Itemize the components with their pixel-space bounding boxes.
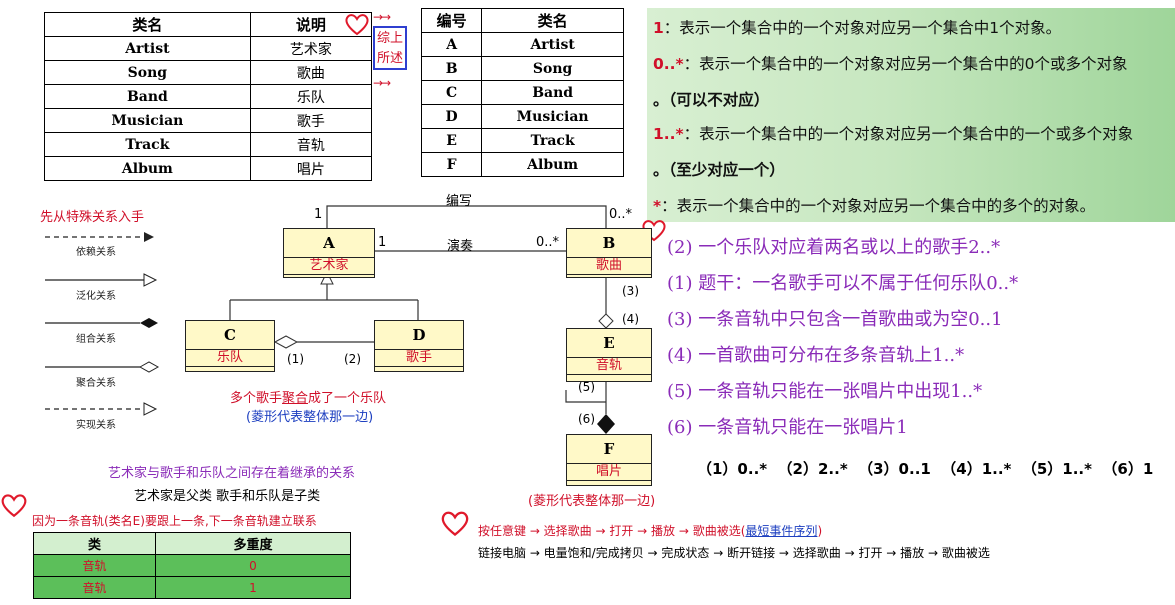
legend-title: 先从特殊关系入手 xyxy=(40,210,145,225)
position-label: (3) xyxy=(622,284,639,298)
note-item: (2) 一个乐队对应着两名或以上的歌手2..* xyxy=(667,237,1001,258)
class-box-a: A 艺术家 xyxy=(283,228,375,278)
shortest-event-sequence: 按任意键 → 选择歌曲 → 打开 → 播放 → 歌曲被选(最短事件序列) xyxy=(478,524,823,538)
multiplicity-line: 。（至少对应一个） xyxy=(653,161,785,179)
class-box-d: D 歌手 xyxy=(374,320,464,372)
diamond-note: (菱形代表整体那一边) xyxy=(528,494,656,509)
note-item: (4) 一首歌曲可分布在多条音轨上1..* xyxy=(667,345,965,366)
table1-cell: 唱片 xyxy=(249,156,373,181)
class-letter: B xyxy=(567,229,651,258)
position-label: (2) xyxy=(344,352,361,366)
answer-line: （1）0..* （2）2..* （3）0..1 （4）1..* （5）1..* … xyxy=(697,460,1154,478)
table2-cell: Musician xyxy=(481,104,624,129)
position-label: (5) xyxy=(578,380,595,394)
class-cn-name: 音轨 xyxy=(567,358,651,375)
table2-cell: F xyxy=(420,152,483,177)
table1-cell: 歌手 xyxy=(249,108,373,133)
table1-cell: 音轨 xyxy=(249,132,373,157)
multiplicity-label: 1 xyxy=(314,207,323,222)
table1-cell: Song xyxy=(44,60,251,85)
class-cn-name: 乐队 xyxy=(186,350,274,367)
class-cn-name: 歌手 xyxy=(375,350,463,367)
table2-cell: Album xyxy=(481,152,624,177)
position-label: (1) xyxy=(287,352,304,366)
table3-header: 类 xyxy=(33,532,156,555)
multiplicity-line: 。（可以不对应） xyxy=(653,91,770,109)
summary-box: 综上所述 xyxy=(373,26,407,70)
table2-cell: Song xyxy=(481,56,624,81)
legend-label: 组合关系 xyxy=(76,334,116,345)
track-note: 因为一条音轨(类名E)要跟上一条,下一条音轨建立联系 xyxy=(32,514,317,528)
aggregation-note: 多个歌手聚合成了一个乐队 xyxy=(230,391,387,406)
table3-cell: 音轨 xyxy=(33,554,156,577)
multiplicity-line: 0..*：表示一个集合中的一个对象对应另一个集合中的0个或多个对象 xyxy=(653,55,1128,73)
table1-cell: Artist xyxy=(44,36,251,61)
heart-icon xyxy=(345,14,369,36)
table3-cell: 1 xyxy=(154,576,352,599)
multiplicity-line: *：表示一个集合中的一个对象对应另一个集合中的多个的对象。 xyxy=(653,197,1096,215)
class-box-f: F 唱片 xyxy=(566,434,652,486)
table2-cell: D xyxy=(420,104,483,129)
multiplicity-label: 1 xyxy=(378,235,387,250)
table3-cell: 0 xyxy=(154,554,352,577)
heart-icon xyxy=(642,220,666,242)
class-letter: C xyxy=(186,321,274,350)
legend-label: 聚合关系 xyxy=(76,378,116,389)
legend-label: 实现关系 xyxy=(76,420,116,431)
table1-cell: Album xyxy=(44,156,251,181)
table3-cell: 音轨 xyxy=(33,576,156,599)
inheritance-note: 艺术家与歌手和乐队之间存在着继承的关系 xyxy=(108,466,356,481)
class-cn-name: 唱片 xyxy=(567,464,651,481)
multiplicity-card: 1：表示一个集合中的一个对象对应另一个集合中1个对象。 0..*：表示一个集合中… xyxy=(647,8,1175,222)
class-cn-name: 艺术家 xyxy=(284,258,374,275)
heart-icon xyxy=(1,494,27,518)
position-label: (6) xyxy=(578,412,595,426)
class-letter: A xyxy=(284,229,374,258)
multiplicity-label: 0..* xyxy=(536,235,560,250)
legend-label: 泛化关系 xyxy=(76,291,116,302)
arrow-decoration: →→ xyxy=(373,10,391,24)
note-item: (1) 题干：一名歌手可以不属于任何乐队0..* xyxy=(667,273,1019,294)
table1-cell: Musician xyxy=(44,108,251,133)
table2-cell: Artist xyxy=(481,32,624,57)
arrow-decoration: →→ xyxy=(373,76,391,90)
table2-header: 编号 xyxy=(420,8,483,33)
perform-label: 演奏 xyxy=(447,239,474,254)
multiplicity-notes: (2) 一个乐队对应着两名或以上的歌手2..* (1) 题干：一名歌手可以不属于… xyxy=(667,230,1018,446)
position-label: (4) xyxy=(622,312,639,326)
diamond-note: (菱形代表整体那一边) xyxy=(246,410,374,425)
multiplicity-line: 1..*：表示一个集合中的一个对象对应另一个集合中的一个或多个对象 xyxy=(653,125,1134,143)
note-item: (6) 一条音轨只能在一张唱片1 xyxy=(667,417,908,438)
heart-icon xyxy=(441,511,469,537)
table2-header: 类名 xyxy=(481,8,624,33)
table3-header: 多重度 xyxy=(154,532,352,555)
relationship-legend xyxy=(45,232,160,416)
table2-cell: Track xyxy=(481,128,624,153)
class-box-e: E 音轨 xyxy=(566,328,652,382)
table1-header: 类名 xyxy=(44,12,251,37)
class-box-c: C 乐队 xyxy=(185,320,275,372)
table1-cell: Band xyxy=(44,84,251,109)
note-item: (3) 一条音轨中只包含一首歌曲或为空0..1 xyxy=(667,309,1003,330)
class-cn-name: 歌曲 xyxy=(567,258,651,275)
compose-label: 编写 xyxy=(446,194,473,209)
legend-label: 依赖关系 xyxy=(76,247,116,258)
multiplicity-label: 0..* xyxy=(609,207,633,222)
class-box-b: B 歌曲 xyxy=(566,228,652,278)
event-sequence: 链接电脑 → 电量饱和/完成拷贝 → 完成状态 → 断开链接 → 选择歌曲 → … xyxy=(478,546,990,560)
multiplicity-line: 1：表示一个集合中的一个对象对应另一个集合中1个对象。 xyxy=(653,19,1062,37)
class-letter: F xyxy=(567,435,651,464)
note-item: (5) 一条音轨只能在一张唱片中出现1..* xyxy=(667,381,983,402)
inheritance-note: 艺术家是父类 歌手和乐队是子类 xyxy=(134,489,321,504)
class-letter: D xyxy=(375,321,463,350)
class-letter: E xyxy=(567,329,651,358)
table1-cell: 歌曲 xyxy=(249,60,373,85)
